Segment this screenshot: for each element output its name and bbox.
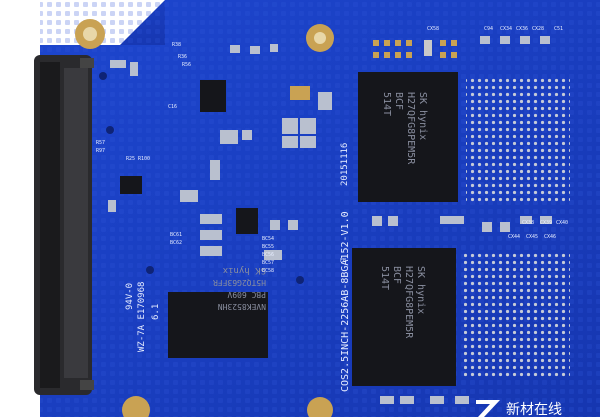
svg-text:H27QFG8PEM5R: H27QFG8PEM5R [403,266,414,339]
svg-text:BC61: BC61 [170,232,182,238]
board-model-label: COS2.5INCH-2256AB-8BGA152-V1.0 [340,211,351,392]
svg-text:BC57: BC57 [262,260,274,266]
svg-text:NVEK8523HN: NVEK8523HN [218,302,266,311]
svg-text:CX28: CX28 [532,26,544,32]
sata-connector [34,55,94,395]
svg-text:R97: R97 [96,148,105,154]
mounting-holes [75,19,334,417]
svg-text:CX44: CX44 [508,234,520,240]
svg-text:R38: R38 [172,42,181,48]
svg-text:CX46: CX46 [544,234,556,240]
svg-text:R25: R25 [126,156,135,162]
svg-text:BCF: BCF [391,266,402,284]
svg-text:514T: 514T [379,266,390,290]
bga-pad-area-1 [466,78,570,202]
svg-text:CX40: CX40 [556,220,568,226]
board-rating-label: 94V-0 [125,283,135,310]
svg-text:BC62: BC62 [170,240,182,246]
svg-text:PBC 609V: PBC 609V [227,290,266,299]
svg-text:BC55: BC55 [262,244,274,250]
silkscreen-labels: COS2.5INCH-2256AB-8BGA152-V1.0 20151116 … [96,26,568,392]
svg-text:R57: R57 [96,140,105,146]
gold-pads-top [373,40,457,58]
svg-text:CX39: CX39 [540,220,552,226]
svg-text:BCF: BCF [393,92,404,110]
svg-text:新材在线: 新材在线 [506,402,562,417]
svg-text:CX34: CX34 [500,26,512,32]
svg-text:BC56: BC56 [262,252,274,258]
svg-text:514T: 514T [381,92,392,116]
svg-text:H27QFG8PEM5R: H27QFG8PEM5R [405,92,416,165]
svg-text:R56: R56 [182,62,191,68]
board-revision: 6.1 [151,304,161,320]
svg-text:C51: C51 [554,26,563,32]
svg-text:SK hynix: SK hynix [415,266,426,314]
smd-components [99,36,552,404]
board-date-label: 20151116 [340,143,350,186]
svg-text:R36: R36 [178,54,187,60]
svg-text:CX58: CX58 [427,26,439,32]
svg-text:C94: C94 [484,26,493,32]
svg-text:CX45: CX45 [526,234,538,240]
svg-text:SK hynix: SK hynix [417,92,428,140]
svg-text:FB: FB [340,258,346,264]
svg-text:SK hynix: SK hynix [222,265,266,275]
board-rating-code: WZ-7A E170968 [137,282,147,352]
svg-text:BC54: BC54 [262,236,274,242]
flash-chip-2: SK hynix H27QFG8PEM5R BCF 514T [352,248,456,386]
flash-chip-1: SK hynix H27QFG8PEM5R BCF 514T [358,72,458,202]
z-logo-icon [476,400,500,417]
svg-text:BC58: BC58 [262,268,274,274]
watermark: 新材在线 [476,400,562,417]
svg-text:CX36: CX36 [516,26,528,32]
svg-text:C16: C16 [168,104,177,110]
svg-text:CX38: CX38 [522,220,534,226]
svg-text:H5TQ2G63FFR: H5TQ2G63FFR [213,278,266,287]
svg-text:R100: R100 [138,156,150,162]
bga-pad-area-2 [464,252,570,378]
dram-chip: NVEK8523HN PBC 609V H5TQ2G63FFR SK hynix [168,265,268,358]
